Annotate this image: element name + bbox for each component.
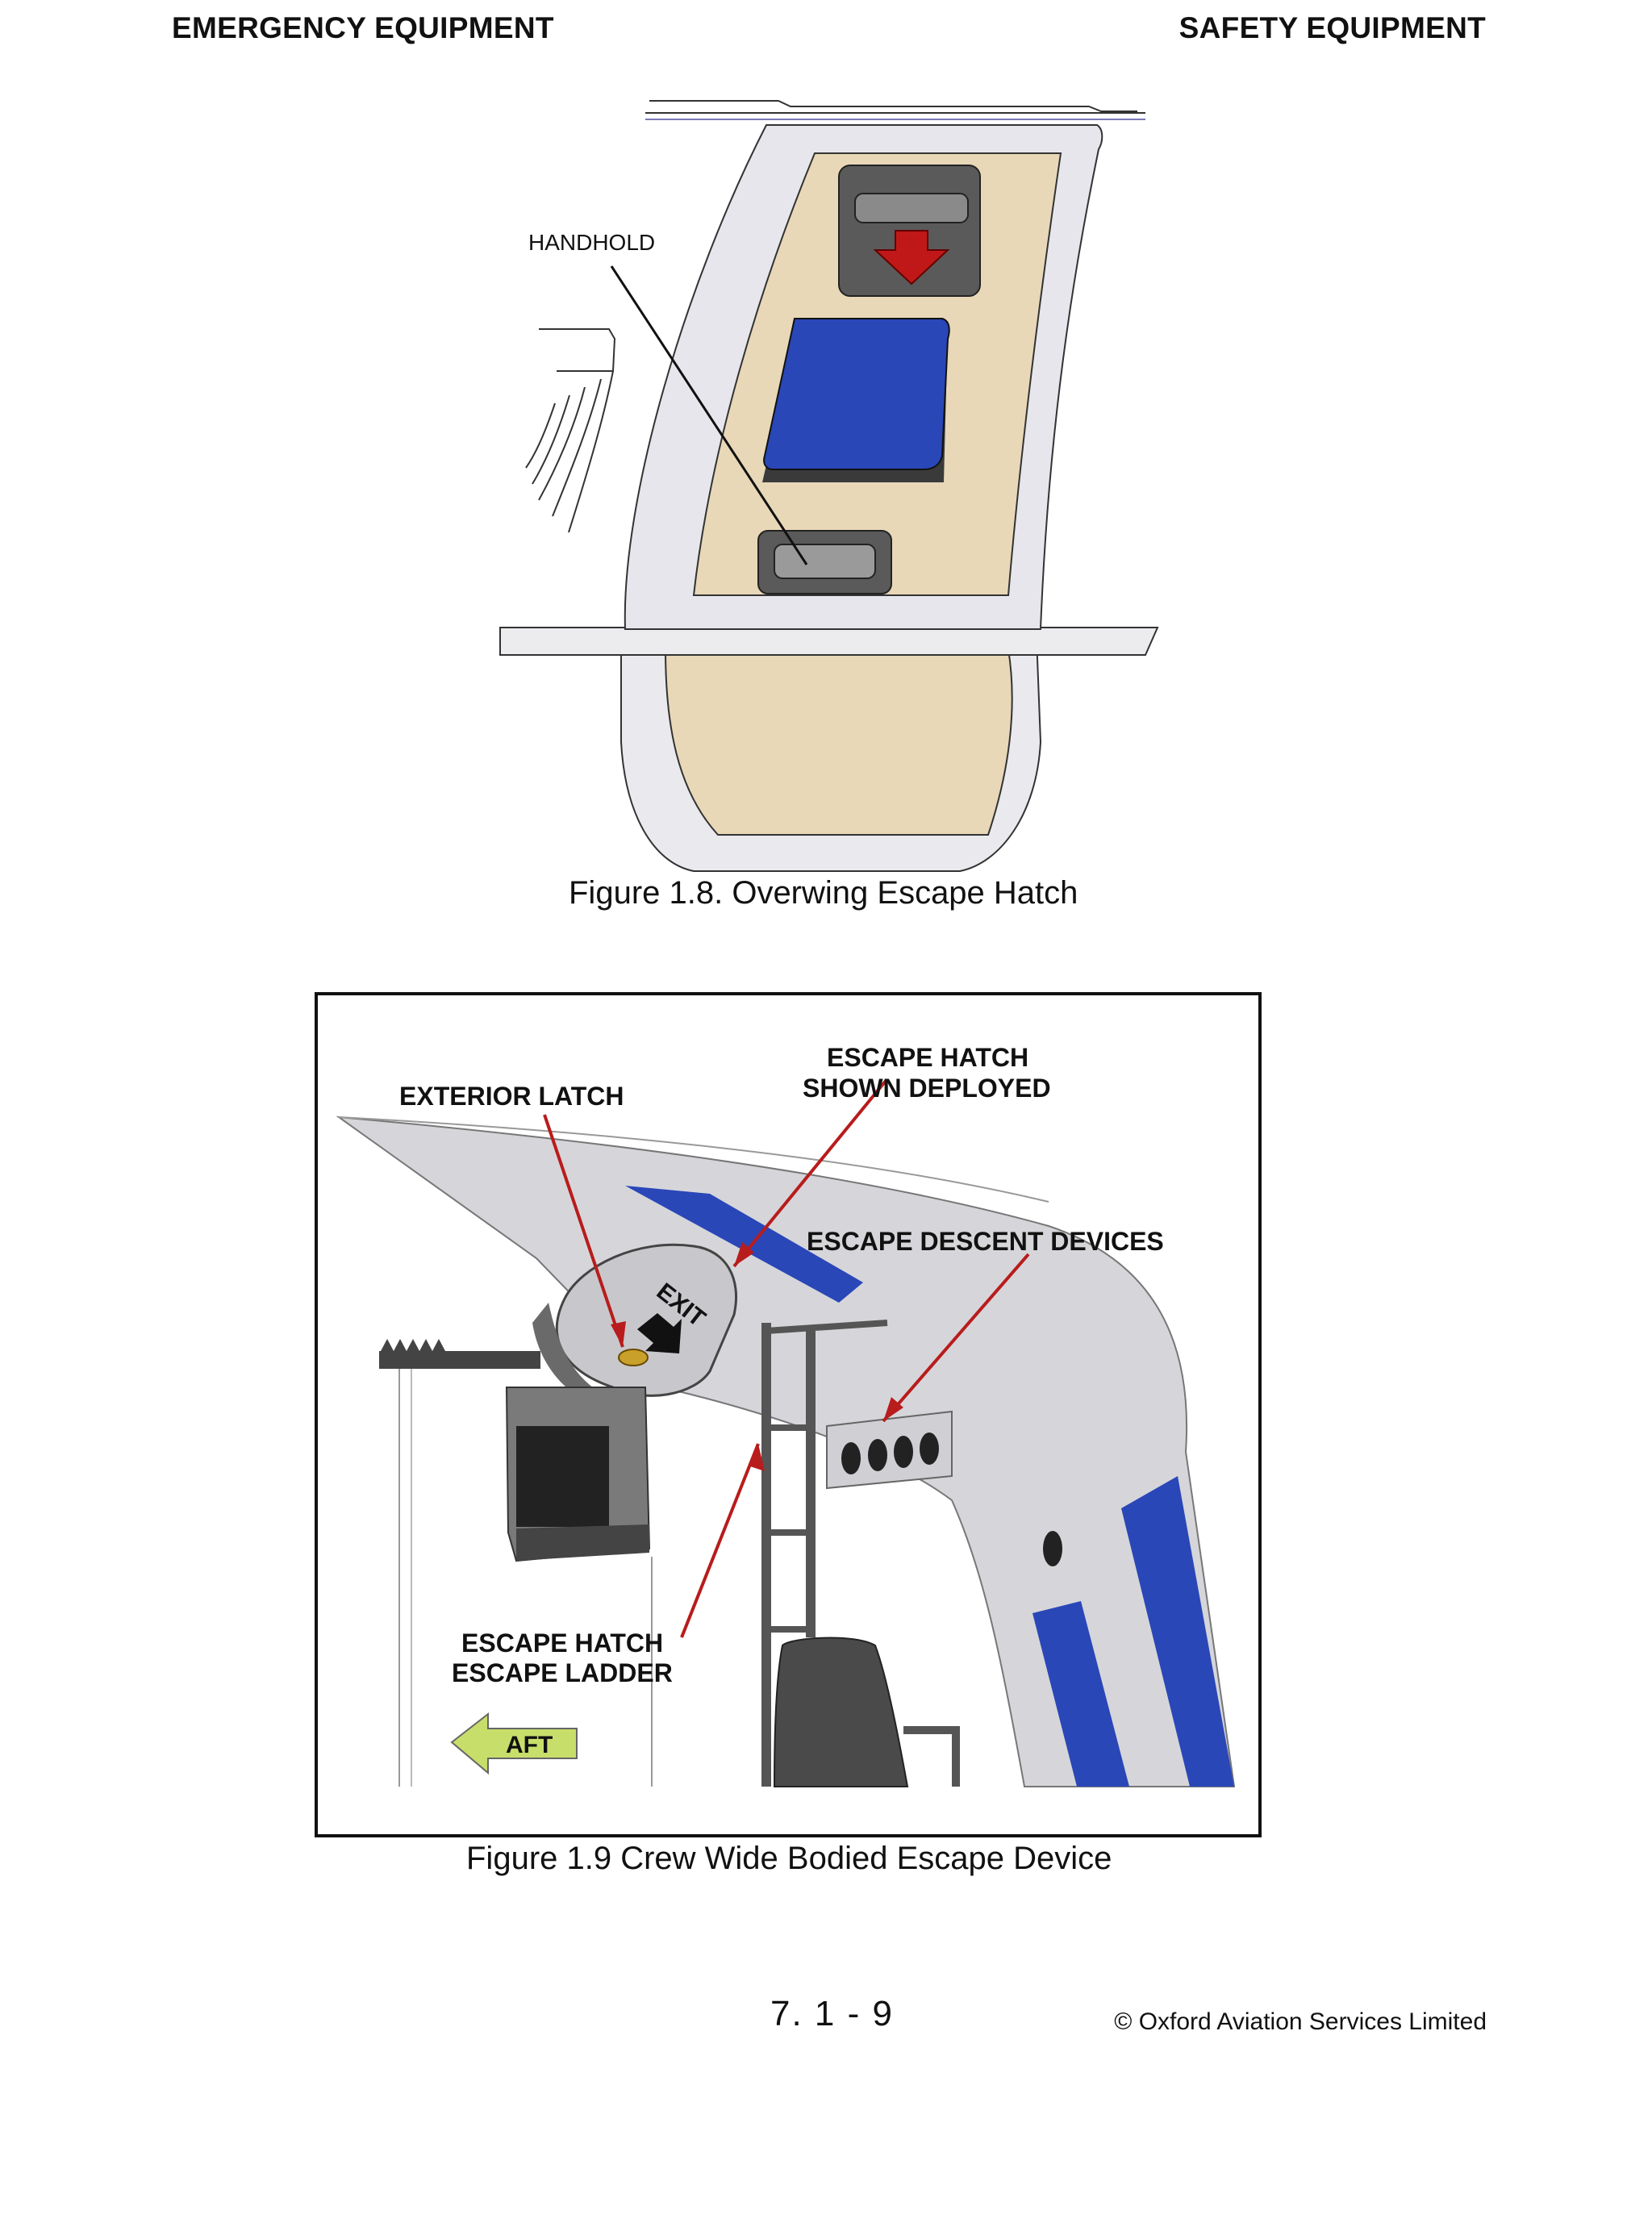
exterior-latch-ring [618, 1349, 649, 1366]
handhold-label: HANDHOLD [528, 230, 655, 255]
overwing-escape-hatch-figure: HANDHOLD [499, 100, 1159, 872]
hatch-deployed-label-line-2: SHOWN DEPLOYED [803, 1074, 1051, 1103]
blue-strip-wall-2 [1121, 1476, 1234, 1787]
callout-arrowheads [611, 1242, 903, 1471]
overhead-rail [379, 1339, 653, 1787]
actuator-lower-bracket [516, 1524, 649, 1561]
red-down-arrow-icon [873, 230, 950, 286]
header-right: SAFETY EQUIPMENT [1179, 11, 1486, 44]
crew-escape-device-figure: EXIT AFT [315, 992, 1262, 1837]
page-number: 7. 1 - 9 [770, 1994, 894, 2033]
escape-ladder [761, 1320, 888, 1787]
header-left: EMERGENCY EQUIPMENT [172, 11, 554, 44]
crew-seat [773, 1637, 909, 1787]
blue-handle [763, 318, 950, 470]
ladder-label-line-1: ESCAPE HATCH [461, 1629, 663, 1658]
fuselage-top-lines [645, 100, 1145, 120]
exterior-latch-label: EXTERIOR LATCH [399, 1082, 624, 1111]
copyright-notice: © Oxford Aviation Services Limited [1114, 2008, 1487, 2035]
figure-1-caption: Figure 1.8. Overwing Escape Hatch [569, 875, 1078, 911]
hatch-deployed-label-line-1: ESCAPE HATCH [827, 1043, 1028, 1072]
wall-port-hole [1043, 1531, 1062, 1566]
blue-strip-wall-1 [1032, 1601, 1129, 1787]
ladder-label-line-2: ESCAPE LADDER [452, 1658, 673, 1687]
handhold-leader-line [610, 265, 808, 565]
side-structure-left [525, 328, 616, 533]
escape-descent-devices [841, 1433, 939, 1474]
figure-2-caption: Figure 1.9 Crew Wide Bodied Escape Devic… [466, 1841, 1112, 1876]
exit-black-arrow-icon [637, 1313, 682, 1353]
lower-hatch-panel [664, 648, 1013, 836]
actuator-dark-panel [516, 1426, 609, 1527]
ceiling-top-edge [338, 1116, 1049, 1203]
aft-arrow-icon [450, 1712, 578, 1775]
release-handle-bar [854, 193, 969, 223]
aft-label: AFT [506, 1732, 553, 1758]
descent-devices-label: ESCAPE DESCENT DEVICES [807, 1227, 1164, 1256]
seat-frame [903, 1726, 960, 1787]
callout-lines [543, 1079, 1030, 1638]
escape-hatch-rim [532, 1303, 613, 1412]
